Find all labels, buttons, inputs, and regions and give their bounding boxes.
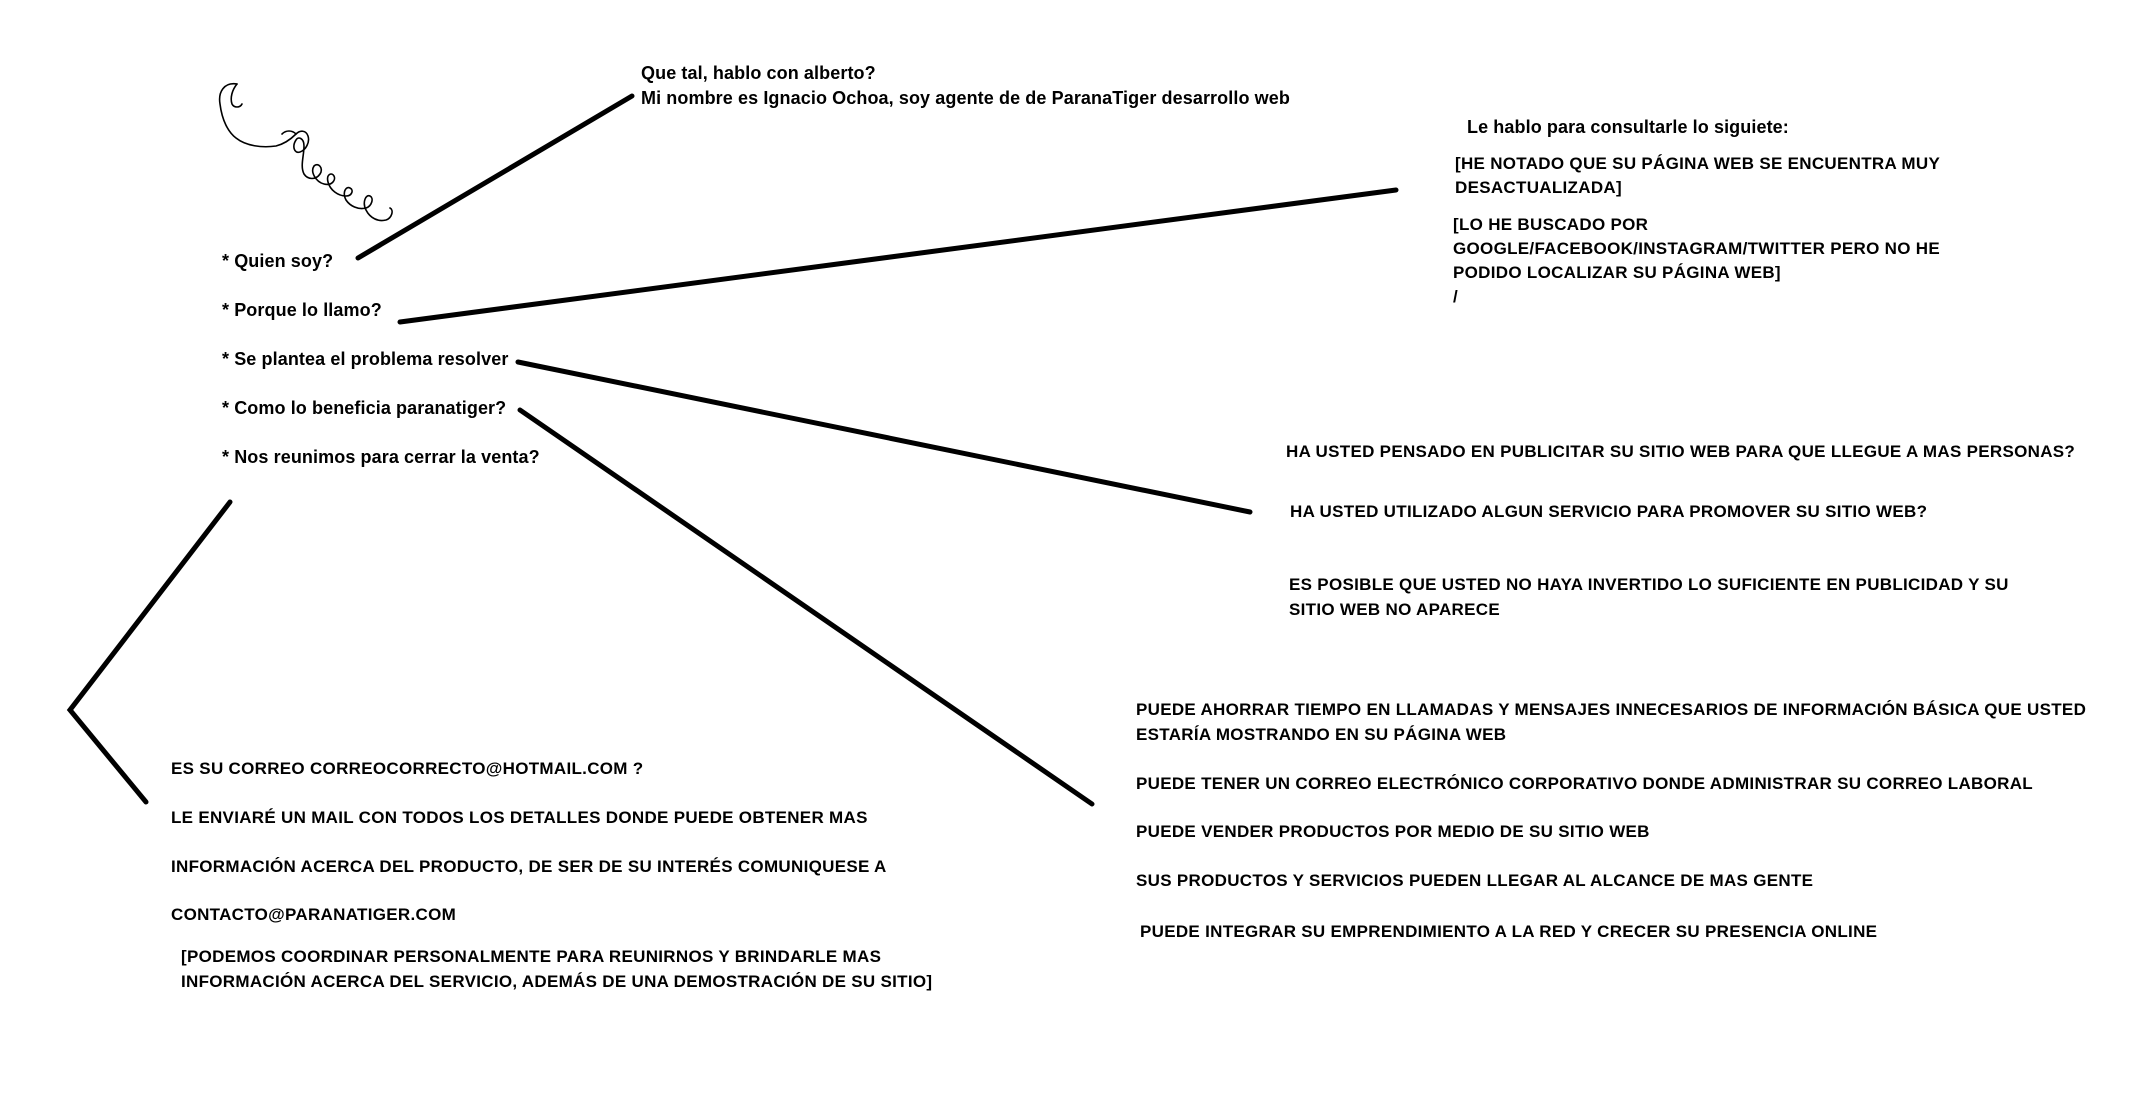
connector-quien-soy [355, 93, 635, 261]
outline-item-quien-soy: * Quien soy? [222, 251, 334, 271]
outline-item-porque-llamo: * Porque lo llamo? [222, 300, 382, 320]
benefit-3: PUEDE VENDER PRODUCTOS POR MEDIO DE SU S… [1136, 822, 1650, 841]
intro-greeting: Que tal, hablo con alberto? [641, 63, 876, 83]
benefit-1-line-2: ESTARÍA MOSTRANDO EN SU PÁGINA WEB [1136, 725, 1507, 744]
connector-problema [515, 359, 1253, 515]
problem-question-3-line-1: ES POSIBLE QUE USTED NO HAYA INVERTIDO L… [1289, 575, 2009, 594]
reason-point-1-line-1: [HE NOTADO QUE SU PÁGINA WEB SE ENCUENTR… [1455, 154, 1941, 173]
outline-item-beneficia: * Como lo beneficia paranatiger? [222, 398, 507, 418]
connector-beneficia [517, 407, 1095, 807]
benefit-5: PUEDE INTEGRAR SU EMPRENDIMIENTO A LA RE… [1140, 922, 1878, 941]
outline-item-problema: * Se plantea el problema resolver [222, 349, 509, 369]
connector-porque-llamo [397, 187, 1399, 325]
connector-cerrar-venta [66, 499, 233, 805]
intro-name: Mi nombre es Ignacio Ochoa, soy agente d… [641, 88, 1290, 108]
benefit-1-line-1: PUEDE AHORRAR TIEMPO EN LLAMADAS Y MENSA… [1136, 700, 2087, 719]
reason-point-2-line-1: [LO HE BUSCADO POR [1453, 215, 1649, 234]
closing-email-question: ES SU CORREO CORREOCORRECTO@HOTMAIL.COM … [171, 759, 644, 778]
problem-question-3-line-2: SITIO WEB NO APARECE [1289, 600, 1500, 619]
problem-question-2: HA USTED UTILIZADO ALGUN SERVICIO PARA P… [1290, 502, 1928, 521]
benefit-4: SUS PRODUCTOS Y SERVICIOS PUEDEN LLEGAR … [1136, 871, 1814, 890]
outline-item-cerrar-venta: * Nos reunimos para cerrar la venta? [222, 447, 540, 467]
closing-meeting-line-1: [PODEMOS COORDINAR PERSONALMENTE PARA RE… [181, 947, 882, 966]
closing-mail-line-2: INFORMACIÓN ACERCA DEL PRODUCTO, DE SER … [171, 857, 887, 876]
reason-heading: Le hablo para consultarle lo siguiete: [1467, 117, 1789, 137]
reason-point-2-line-3: PODIDO LOCALIZAR SU PÁGINA WEB] [1453, 263, 1781, 282]
phone-handset-doodle-icon [218, 82, 393, 222]
benefit-2: PUEDE TENER UN CORREO ELECTRÓNICO CORPOR… [1136, 774, 2033, 793]
reason-point-2-line-4: / [1453, 287, 1459, 306]
closing-meeting-line-2: INFORMACIÓN ACERCA DEL SERVICIO, ADEMÁS … [181, 972, 933, 991]
problem-question-1: HA USTED PENSADO EN PUBLICITAR SU SITIO … [1286, 442, 2076, 461]
closing-mail-line-3: CONTACTO@PARANATIGER.COM [171, 905, 457, 924]
closing-mail-line-1: LE ENVIARÉ UN MAIL CON TODOS LOS DETALLE… [171, 808, 868, 827]
reason-point-2-line-2: GOOGLE/FACEBOOK/INSTAGRAM/TWITTER PERO N… [1453, 239, 1940, 258]
reason-point-1-line-2: DESACTUALIZADA] [1455, 178, 1622, 197]
